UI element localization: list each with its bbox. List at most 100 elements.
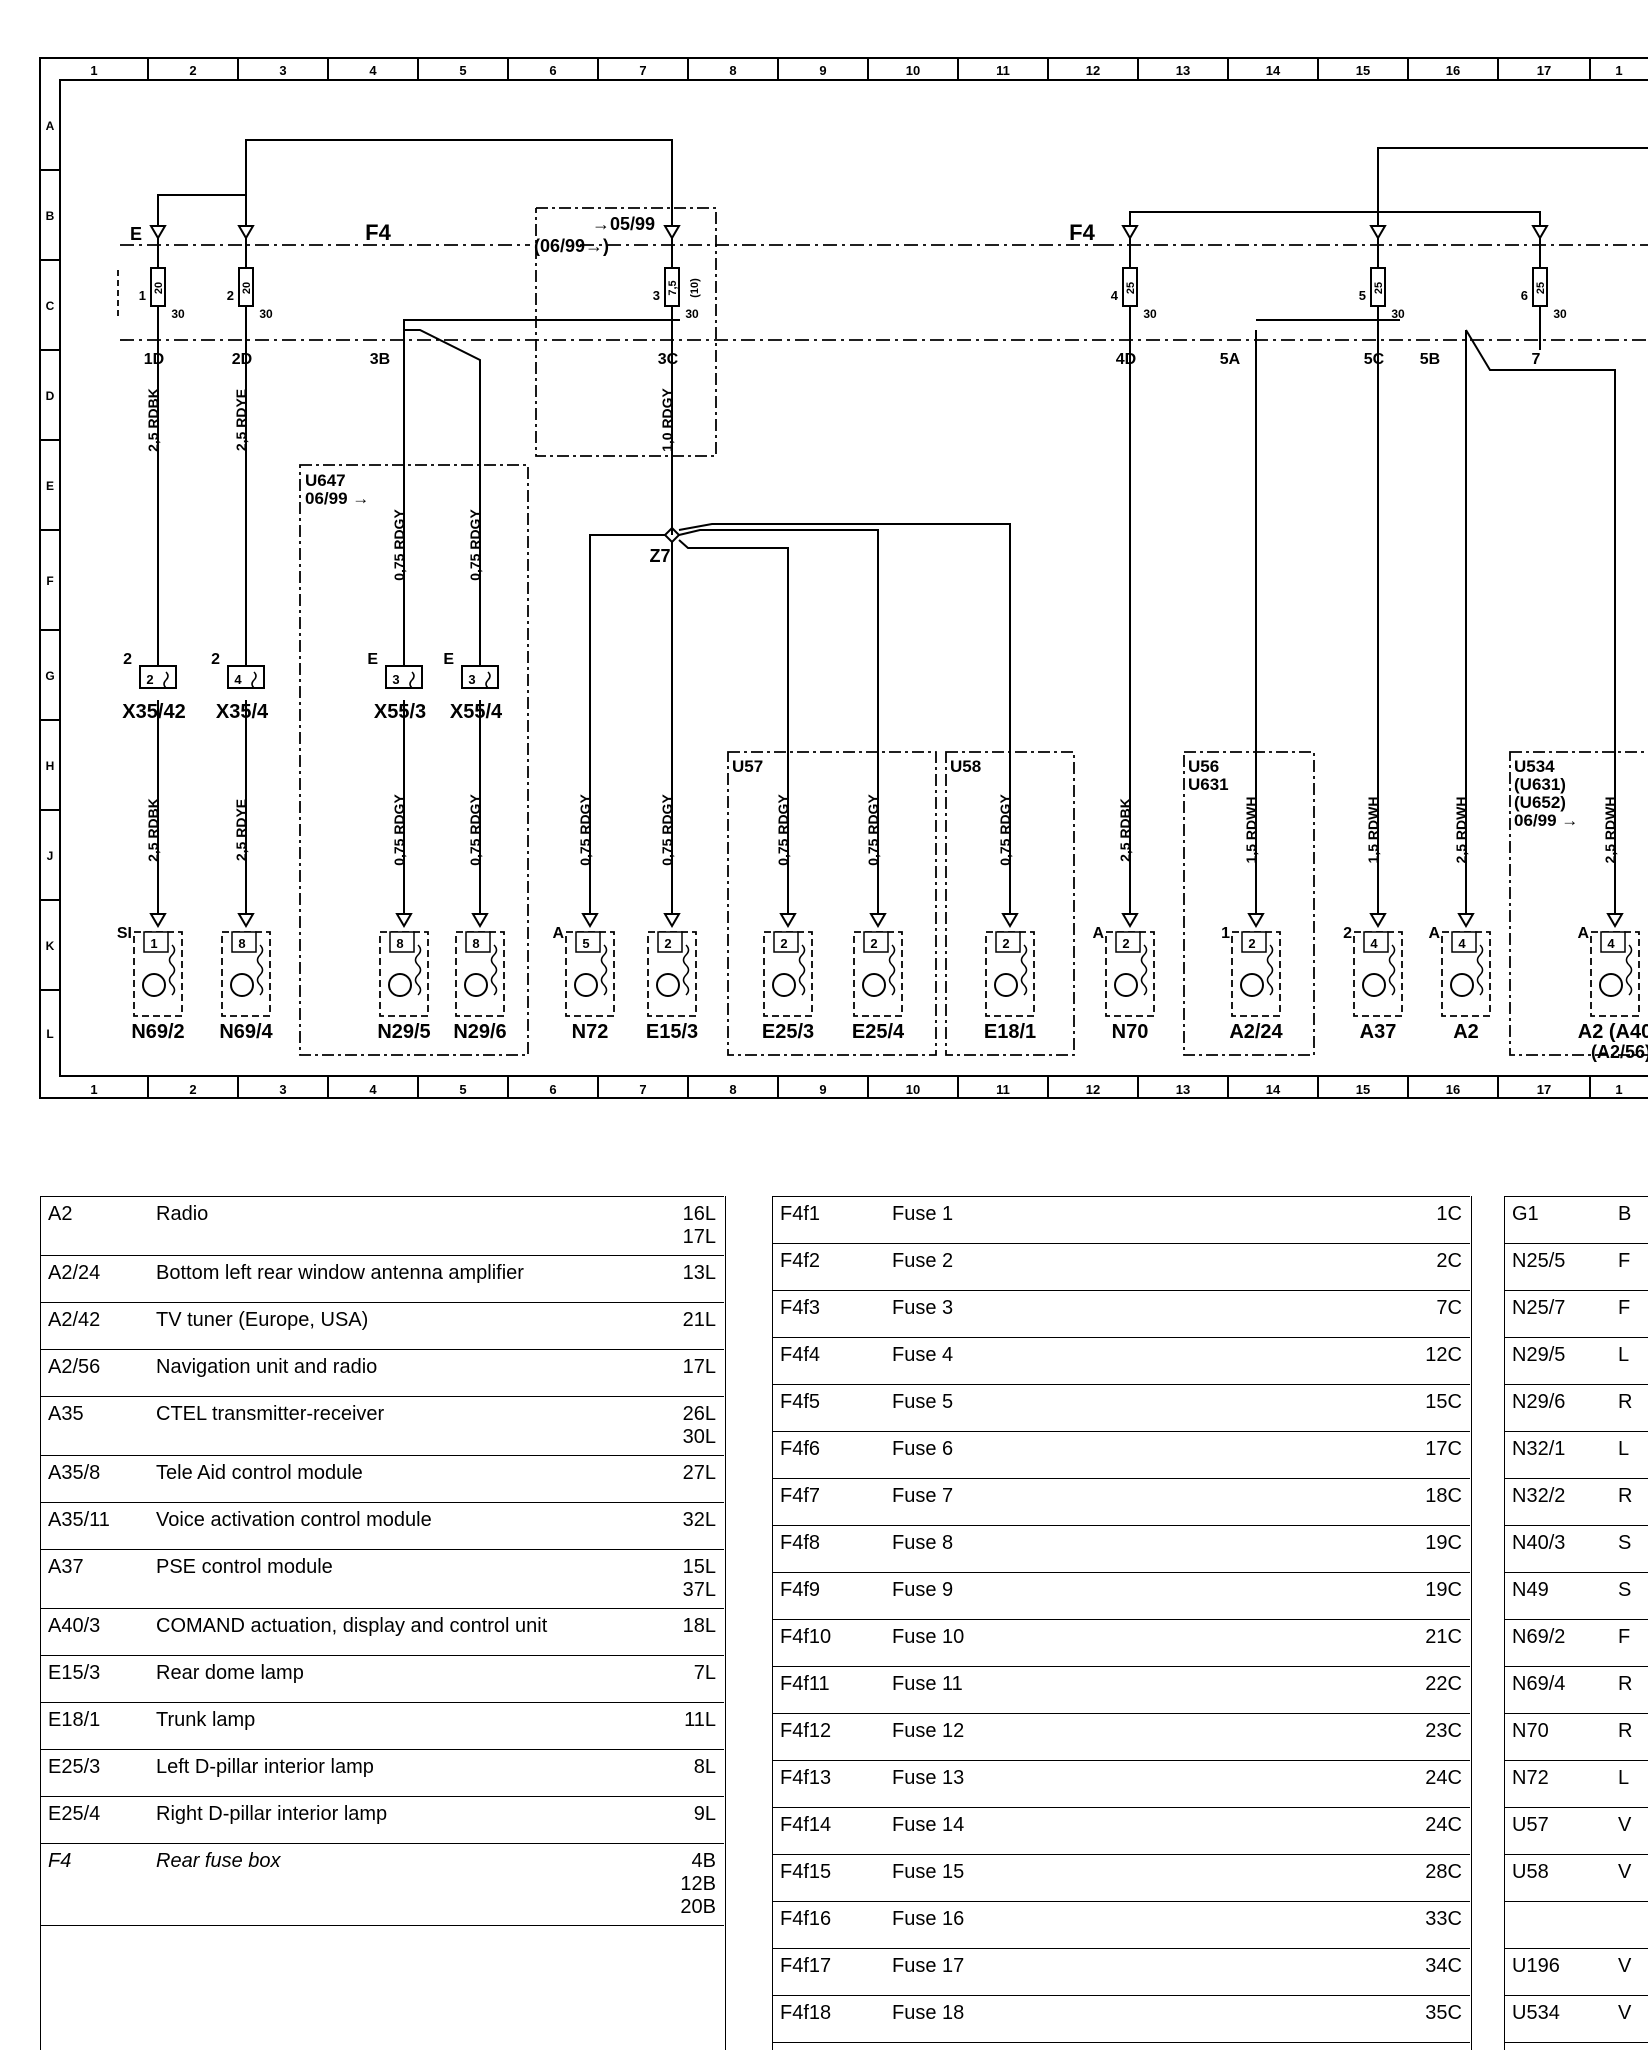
legend-code: N72 xyxy=(1504,1760,1610,1808)
legend-reference: 37L xyxy=(682,1579,716,1601)
legend-code: F4f3 xyxy=(772,1290,884,1338)
connector-pin: 2 xyxy=(146,672,153,687)
legend-code: N49 xyxy=(1504,1572,1610,1620)
legend-code: U58 xyxy=(1504,1854,1610,1902)
legend-middle-border xyxy=(772,1196,1472,2050)
grid-col-label-top: 3 xyxy=(279,63,286,78)
connector-housing xyxy=(227,665,265,689)
grid-col-label-bottom: 11 xyxy=(996,1082,1010,1097)
legend-description: Radio xyxy=(148,1196,668,1256)
legend-reference: 17L xyxy=(682,1226,716,1248)
wire-label: 2,5 RDYE xyxy=(233,389,249,451)
legend-reference: 23C xyxy=(1390,1713,1470,1761)
legend-description: Fuse 15 xyxy=(884,1854,1390,1902)
legend-row xyxy=(1504,1901,1648,1949)
component-ground xyxy=(682,944,690,996)
component-symbol xyxy=(1599,973,1623,997)
splice-z7 xyxy=(663,526,681,544)
wire-label: 1,0 RDGY xyxy=(659,387,675,451)
wiring xyxy=(117,139,1648,915)
grid-col-label-top: 5 xyxy=(459,63,466,78)
component-ground xyxy=(600,944,608,996)
fuse-terminal: 30 xyxy=(1553,307,1567,321)
legend-description: R xyxy=(1610,1478,1648,1526)
fuse-terminal: 30 xyxy=(685,307,699,321)
component-symbol xyxy=(230,973,254,997)
component-symbol xyxy=(1240,973,1264,997)
legend-code: F4f10 xyxy=(772,1619,884,1667)
legend-code: F4f14 xyxy=(772,1807,884,1855)
box-label-u58: U58 xyxy=(950,757,981,776)
grid-col-label-bottom: 14 xyxy=(1266,1082,1281,1097)
legend-description: F xyxy=(1610,1290,1648,1338)
legend-left-border xyxy=(40,1196,726,2050)
box-label-u534: 06/99 → xyxy=(1514,811,1578,830)
component-symbol xyxy=(388,973,412,997)
grid-labels: 1122334455667788991010111112121313141415… xyxy=(45,63,1622,1097)
component-connector xyxy=(1115,931,1141,953)
grid-row-label: J xyxy=(47,849,54,863)
grid-col-label-top: 1 xyxy=(1615,63,1622,78)
legend-code: F4 xyxy=(40,1843,148,1926)
legend-description: F xyxy=(1610,1619,1648,1667)
wire-label: 0,75 RDGY xyxy=(775,794,791,866)
legend-code: F4f5 xyxy=(772,1384,884,1432)
legend-code: N69/2 xyxy=(1504,1619,1610,1667)
connector-spring xyxy=(485,671,491,689)
legend-description: Fuse 8 xyxy=(884,1525,1390,1573)
connector-pin-label: 2 xyxy=(211,651,220,668)
legend-description: Fuse 10 xyxy=(884,1619,1390,1667)
component-arrow xyxy=(1370,913,1386,927)
component-ground xyxy=(1625,944,1633,996)
grid-col-label-bottom: 4 xyxy=(369,1082,377,1097)
legend-description: Fuse 18 xyxy=(884,1995,1390,2043)
box-u56 xyxy=(1183,751,1315,1056)
grid-col-label-bottom: 6 xyxy=(549,1082,556,1097)
component-symbol xyxy=(656,973,680,997)
legend-reference: 20B xyxy=(680,1896,716,1918)
legend-description: V xyxy=(1610,1948,1648,1996)
fuse-number: 3 xyxy=(653,288,660,303)
component-pin: 2 xyxy=(870,936,877,951)
component-pin: 5 xyxy=(582,936,589,951)
component-symbol xyxy=(142,973,166,997)
grid-row-label: L xyxy=(46,1027,53,1041)
wiring-diagram: 1122334455667788991010111112121313141415… xyxy=(39,57,1648,1099)
legend-references: 32L xyxy=(668,1502,724,1550)
legend-code: A37 xyxy=(40,1549,148,1609)
connector-label: X55/4 xyxy=(450,701,503,723)
fuse-input-arrow xyxy=(238,225,254,239)
connector-pin-label: E xyxy=(443,651,454,668)
legend-reference: 17L xyxy=(682,1356,716,1378)
legend-description: CTEL transmitter-receiver xyxy=(148,1396,668,1456)
legend-description: PSE control module xyxy=(148,1549,668,1609)
component-ground xyxy=(1266,944,1274,996)
grid-col-label-top: 7 xyxy=(639,63,646,78)
component-arrow xyxy=(472,913,488,927)
legend-code: N25/7 xyxy=(1504,1290,1610,1338)
legend-code: F4f17 xyxy=(772,1948,884,1996)
legend-description: Fuse 2 xyxy=(884,1243,1390,1291)
fuse-output-label: 2D xyxy=(232,351,252,368)
version-label: →05/99 xyxy=(592,214,655,234)
component-connector xyxy=(657,931,683,953)
legend-code: N32/2 xyxy=(1504,1478,1610,1526)
grid-col-label-top: 11 xyxy=(996,63,1010,78)
